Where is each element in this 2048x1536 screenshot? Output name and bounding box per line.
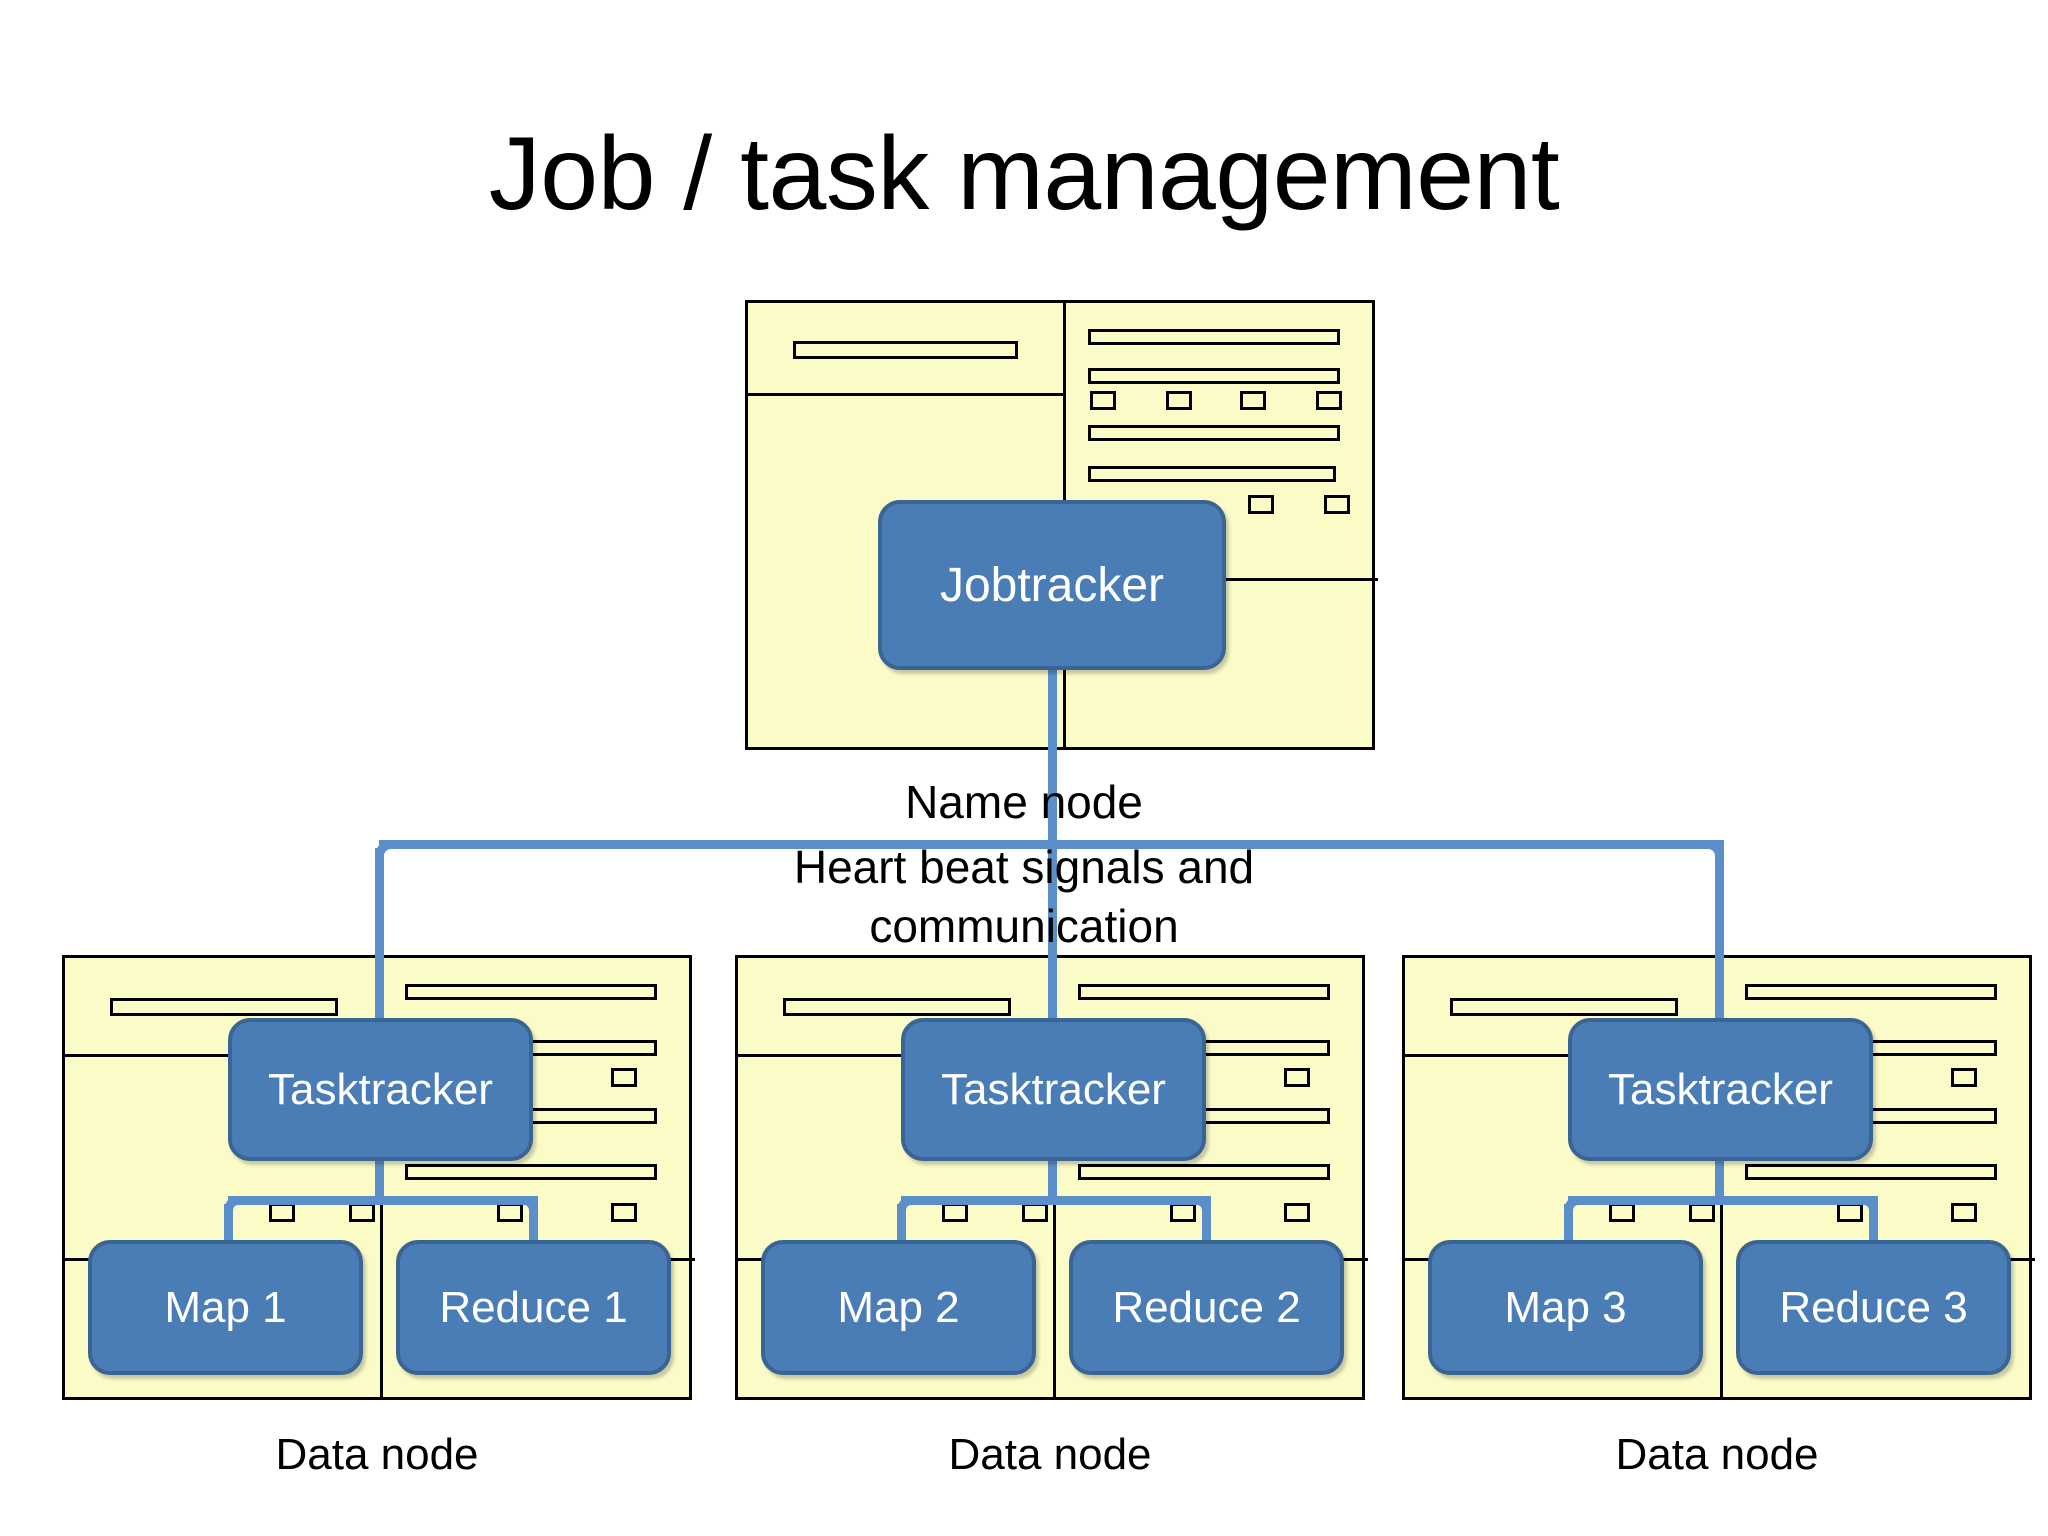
node-map-2[interactable]: Map 2 — [761, 1240, 1036, 1375]
port-slot — [1090, 391, 1116, 410]
connector-reduce-drop-1 — [529, 1204, 538, 1254]
label-name-node-text: Name node — [905, 776, 1143, 828]
chassis-left-rule — [1405, 1054, 1720, 1057]
name-node-chassis — [745, 300, 1378, 750]
label-heartbeat: Heart beat signals and communication — [0, 838, 2048, 956]
drive-bay-bar — [1088, 425, 1340, 441]
drive-bay-bar — [1088, 368, 1340, 384]
drive-bay-bar — [783, 998, 1011, 1016]
node-reduce-1[interactable]: Reduce 1 — [396, 1240, 671, 1375]
node-reduce-1-label: Reduce 1 — [439, 1282, 628, 1332]
caption-data-node-3-text: Data node — [1615, 1430, 1819, 1479]
port-slot — [1284, 1203, 1310, 1222]
port-slot — [349, 1203, 375, 1222]
port-slot — [611, 1068, 637, 1087]
port-slot — [1166, 391, 1192, 410]
port-slot — [1609, 1203, 1635, 1222]
chassis-left-rule — [65, 1054, 380, 1057]
connector-reduce-drop-3 — [1869, 1204, 1878, 1254]
port-slot — [1240, 391, 1266, 410]
node-reduce-2[interactable]: Reduce 2 — [1069, 1240, 1344, 1375]
connector-drop-worker-3 — [1715, 848, 1724, 1048]
node-map-3[interactable]: Map 3 — [1428, 1240, 1703, 1375]
node-map-3-label: Map 3 — [1504, 1282, 1627, 1332]
node-reduce-3-label: Reduce 3 — [1779, 1282, 1968, 1332]
node-map-1[interactable]: Map 1 — [88, 1240, 363, 1375]
connector-tt-drop-2 — [1048, 1155, 1057, 1200]
node-jobtracker-label: Jobtracker — [939, 558, 1165, 612]
drive-bay-bar — [1078, 1164, 1330, 1180]
node-tasktracker-1-label: Tasktracker — [268, 1064, 493, 1114]
port-slot — [1284, 1068, 1310, 1087]
node-reduce-3[interactable]: Reduce 3 — [1736, 1240, 2011, 1375]
drive-bay-bar — [110, 998, 338, 1016]
node-map-1-label: Map 1 — [164, 1282, 287, 1332]
caption-data-node-2: Data node — [735, 1430, 1365, 1480]
connector-tt-drop-3 — [1715, 1155, 1724, 1200]
connector-tt-bus-1 — [228, 1196, 538, 1205]
node-tasktracker-2-label: Tasktracker — [941, 1064, 1166, 1114]
port-slot — [1951, 1203, 1977, 1222]
node-map-2-label: Map 2 — [837, 1282, 960, 1332]
drive-bay-bar — [1088, 329, 1340, 345]
drive-bay-bar — [793, 341, 1018, 359]
port-slot — [1689, 1203, 1715, 1222]
connector-tt-bus-3 — [1568, 1196, 1878, 1205]
drive-bay-bar — [1745, 984, 1997, 1000]
drive-bay-bar — [1088, 466, 1336, 482]
connector-map-drop-1 — [224, 1204, 233, 1254]
port-slot — [611, 1203, 637, 1222]
port-slot — [942, 1203, 968, 1222]
port-slot — [1022, 1203, 1048, 1222]
chassis-left-rule — [738, 1054, 1053, 1057]
connector-reduce-drop-2 — [1202, 1204, 1211, 1254]
label-heartbeat-line1: Heart beat signals and — [793, 841, 1255, 893]
port-slot — [1248, 495, 1274, 514]
connector-tt-drop-1 — [375, 1155, 384, 1200]
node-jobtracker[interactable]: Jobtracker — [878, 500, 1226, 670]
drive-bay-bar — [1745, 1164, 1997, 1180]
caption-data-node-3: Data node — [1402, 1430, 2032, 1480]
drive-bay-bar — [405, 1164, 657, 1180]
caption-data-node-2-text: Data node — [948, 1430, 1152, 1479]
connector-jobtracker-drop — [1048, 665, 1057, 845]
caption-data-node-1-text: Data node — [275, 1430, 479, 1479]
connector-heartbeat-bus — [379, 840, 1724, 849]
node-reduce-2-label: Reduce 2 — [1112, 1282, 1301, 1332]
node-tasktracker-3-label: Tasktracker — [1608, 1064, 1833, 1114]
connector-map-drop-3 — [1564, 1204, 1573, 1254]
drive-bay-bar — [1078, 984, 1330, 1000]
port-slot — [269, 1203, 295, 1222]
port-slot — [1324, 495, 1350, 514]
drive-bay-bar — [1450, 998, 1678, 1016]
connector-drop-worker-1 — [375, 848, 384, 1048]
page-title: Job / task management — [488, 116, 1560, 232]
label-heartbeat-line2: communication — [869, 899, 1179, 952]
drive-bay-bar — [405, 984, 657, 1000]
connector-drop-worker-2 — [1048, 848, 1057, 1048]
chassis-left-rule — [748, 393, 1063, 396]
port-slot — [1316, 391, 1342, 410]
connector-tt-bus-2 — [901, 1196, 1211, 1205]
node-tasktracker-3[interactable]: Tasktracker — [1568, 1018, 1873, 1161]
node-tasktracker-1[interactable]: Tasktracker — [228, 1018, 533, 1161]
port-slot — [1951, 1068, 1977, 1087]
node-tasktracker-2[interactable]: Tasktracker — [901, 1018, 1206, 1161]
caption-data-node-1: Data node — [62, 1430, 692, 1480]
connector-map-drop-2 — [897, 1204, 906, 1254]
label-name-node: Name node — [0, 775, 2048, 829]
